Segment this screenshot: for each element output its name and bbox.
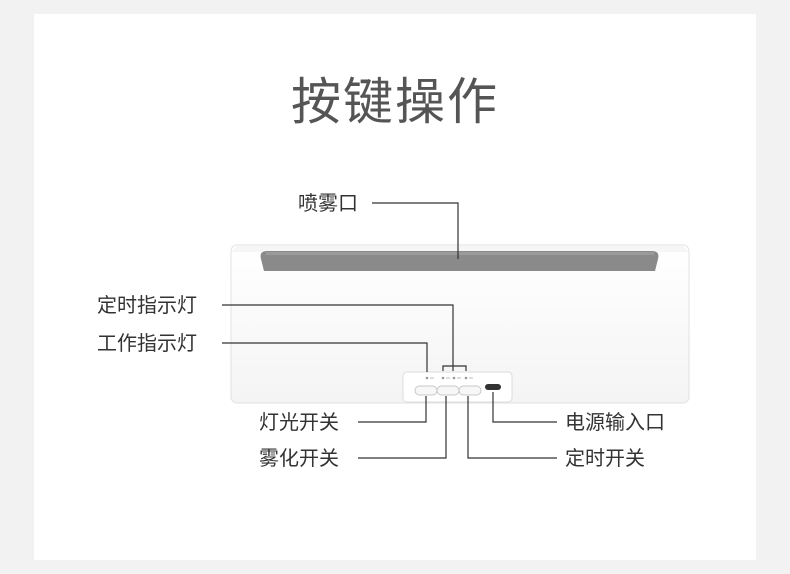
power-port-label: 电源输入口 <box>565 410 665 434</box>
timer-indicator-light-1 <box>441 376 445 380</box>
page-title: 按键操作 <box>291 73 499 131</box>
leader-mist-switch <box>358 396 447 459</box>
leader-spray-outlet <box>372 202 459 259</box>
work-indicator-label: 工作指示灯 <box>97 331 197 355</box>
spray-outlet-inner-shade <box>266 252 654 255</box>
light-switch-label: 灯光开关 <box>259 410 339 434</box>
leader-timer-switch <box>467 396 557 459</box>
light-button[interactable] <box>414 385 438 396</box>
timer-indicator-light-2 <box>452 376 456 380</box>
power-port <box>485 384 501 390</box>
timer-indicator-label: 定时指示灯 <box>97 293 197 317</box>
leader-power-port <box>492 392 557 423</box>
leader-work-indicator <box>222 342 428 372</box>
mist-switch-label: 雾化开关 <box>259 446 339 470</box>
timer-indicator-light-3 <box>464 376 468 380</box>
humidifier-body <box>230 244 690 404</box>
leader-timer-indicator-bracket <box>442 365 467 371</box>
timer-switch-label: 定时开关 <box>565 446 645 470</box>
timer-button[interactable] <box>458 385 482 396</box>
spray-outlet-label: 喷雾口 <box>298 191 358 215</box>
mist-button[interactable] <box>436 385 460 396</box>
leader-light-switch <box>358 396 427 423</box>
spray-outlet-top <box>260 251 659 271</box>
work-indicator-light <box>425 376 429 380</box>
leader-timer-indicator <box>222 304 454 371</box>
humidifier-top-edge <box>231 246 689 252</box>
